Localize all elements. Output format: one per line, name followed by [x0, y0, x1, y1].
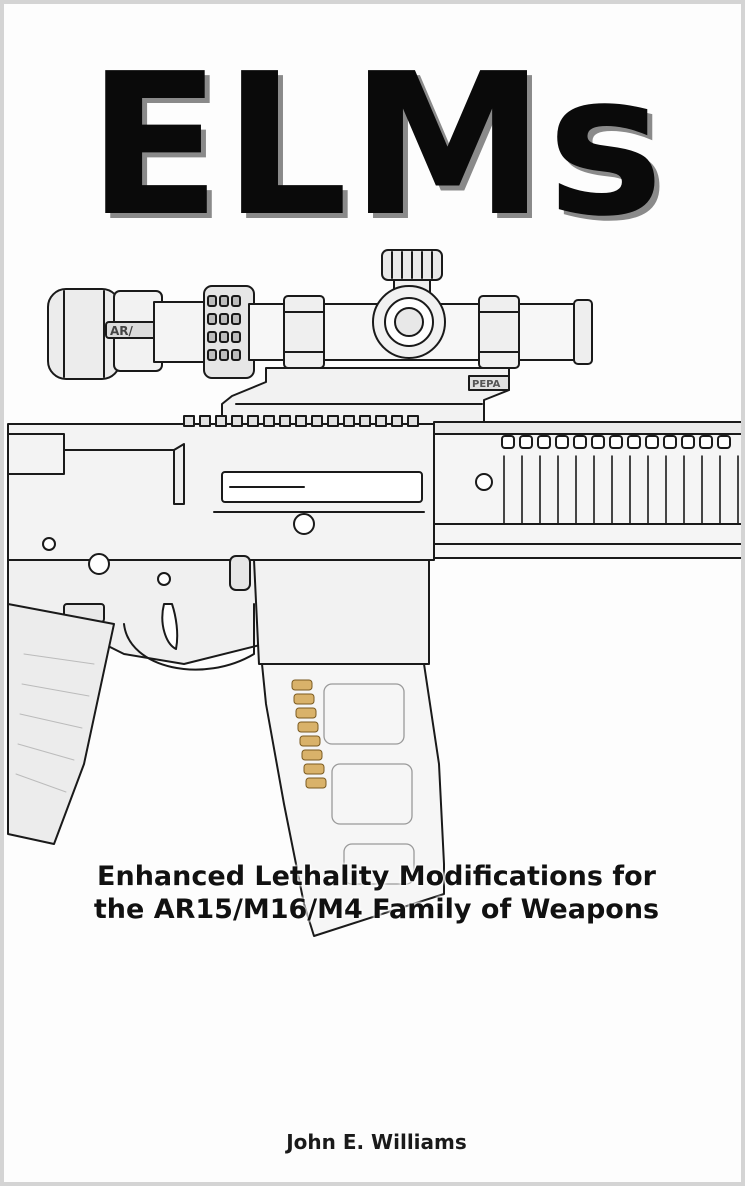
handguard	[433, 421, 741, 559]
cartridge-window	[291, 679, 327, 789]
scope-marking: AR/	[110, 324, 134, 338]
lower-receiver	[7, 537, 305, 671]
magazine-well	[253, 559, 430, 665]
author-name: John E. Williams	[286, 1130, 467, 1154]
subtitle-line-1: Enhanced Lethality Modifications for	[97, 861, 656, 892]
pistol-grip	[7, 603, 115, 845]
book-title: ELMs	[87, 32, 666, 260]
scope: AR/	[47, 249, 593, 429]
subtitle-line-2: the AR15/M16/M4 Family of Weapons	[93, 894, 660, 925]
upper-receiver	[7, 415, 435, 561]
book-subtitle: Enhanced Lethality Modifications for the…	[44, 860, 709, 926]
rifle-illustration: AR/	[7, 249, 741, 937]
mount-marking: PEPA	[472, 379, 501, 390]
